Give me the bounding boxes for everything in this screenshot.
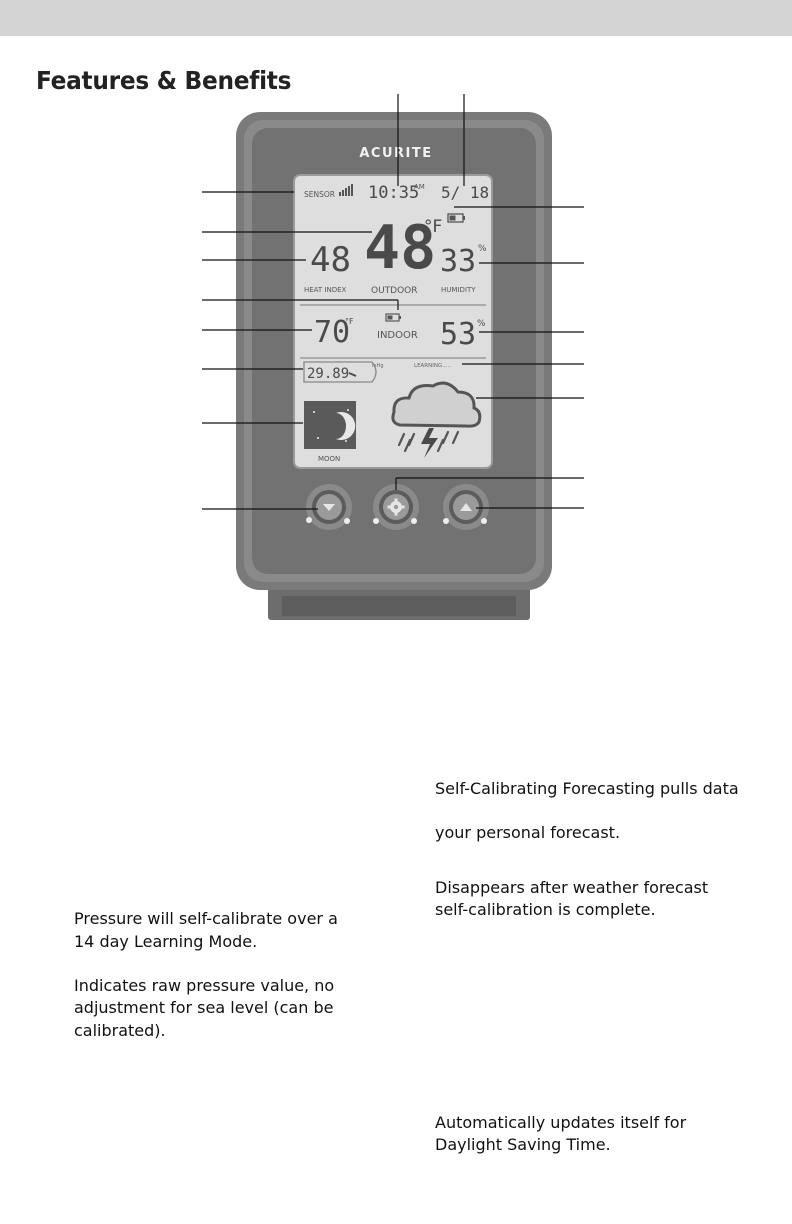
brand-logo: ACURITE: [359, 146, 432, 161]
callout-lines: [202, 94, 584, 510]
clock-time: 10:35: [368, 183, 419, 203]
forecast-description-line-1: Self-Calibrating Forecasting pulls data: [435, 779, 739, 798]
weather-station-illustration: ACURITE SENSOR 10:35 AM 5/ 18 48 °F 48 3…: [202, 94, 584, 620]
indoor-battery-icon: [385, 313, 401, 322]
gear-icon: [387, 498, 405, 516]
learning-description-line-2: self-calibration is complete.: [435, 900, 656, 919]
forecast-description-line-2: your personal forecast.: [435, 823, 621, 842]
clock-ampm: AM: [414, 183, 425, 191]
down-arrow-button[interactable]: [306, 484, 352, 530]
signal-bars-icon: [339, 184, 353, 196]
learning-description-line-1: Disappears after weather forecast: [435, 878, 709, 897]
dst-description-line-2: Daylight Saving Time.: [435, 1135, 611, 1154]
learning-label: LEARNING.....: [414, 363, 451, 369]
pressure-trend-icon: [348, 372, 357, 377]
raw-pressure-description-line-2: adjustment for sea level (can be: [74, 998, 334, 1017]
raw-pressure-description-line-1: Indicates raw pressure value, no: [74, 976, 335, 995]
heat-index-value: 48: [310, 240, 351, 280]
settings-button[interactable]: [373, 484, 419, 530]
up-arrow-button[interactable]: [443, 484, 489, 530]
pressure-description-line-1: Pressure will self-calibrate over a: [74, 909, 338, 928]
pressure-value: 29.89: [307, 366, 349, 382]
humidity-label: HUMIDITY: [441, 286, 476, 294]
indoor-label: INDOOR: [377, 330, 418, 341]
page-title: Features & Benefits: [36, 66, 292, 95]
moon-label: MOON: [318, 455, 340, 463]
outdoor-temperature: 48: [364, 213, 436, 283]
date-display: 5/ 18: [441, 183, 489, 202]
heat-index-label: HEAT INDEX: [304, 286, 347, 294]
top-banner: [0, 0, 792, 36]
outdoor-label: OUTDOOR: [371, 286, 418, 296]
humidity-unit: %: [478, 244, 487, 254]
dst-description-line-1: Automatically updates itself for: [435, 1113, 687, 1132]
pressure-unit: inHg: [372, 363, 384, 369]
pressure-description-line-2: 14 day Learning Mode.: [74, 932, 258, 951]
indoor-unit: °F: [345, 317, 354, 326]
raw-pressure-description-line-3: calibrated).: [74, 1021, 166, 1040]
up-arrow-icon: [460, 503, 472, 511]
storm-cloud-icon: [391, 381, 482, 458]
indoor-humidity-unit: %: [477, 319, 486, 329]
outdoor-unit: °F: [424, 217, 442, 237]
humidity-value: 33: [440, 244, 476, 279]
indoor-temperature: 70: [314, 315, 350, 350]
indoor-humidity-value: 53: [440, 317, 476, 352]
down-arrow-icon: [323, 504, 335, 511]
battery-icon: [447, 213, 465, 223]
pressure-frame: [303, 361, 377, 383]
sensor-label: SENSOR: [304, 190, 335, 199]
